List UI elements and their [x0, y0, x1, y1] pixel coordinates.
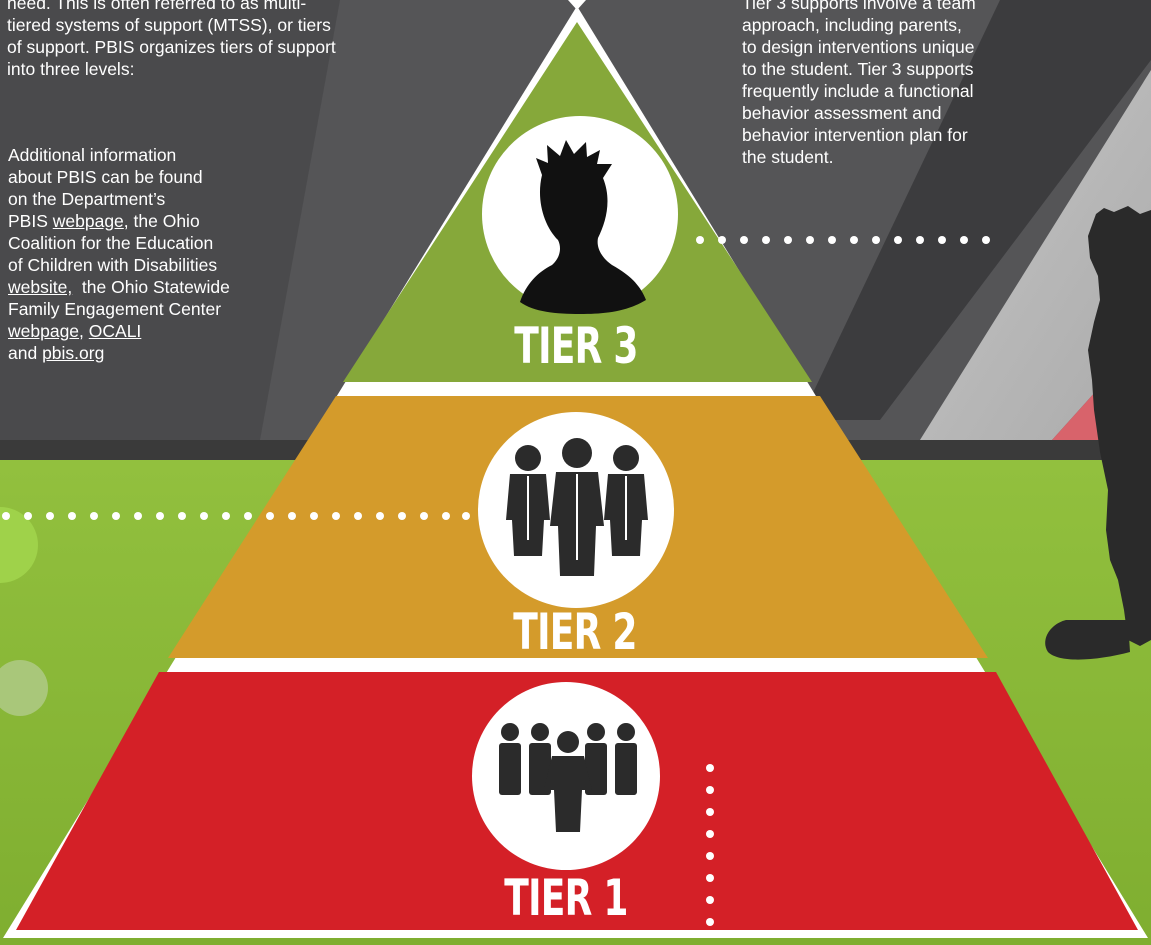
info-text: the Ohio Statewide: [72, 277, 230, 297]
info-line: website, the Ohio Statewide: [8, 276, 328, 298]
small-group-icon: [478, 412, 674, 608]
tier3-line: to the student. Tier 3 supports: [742, 59, 974, 79]
intro-line-2: tiered systems of support (MTSS), or tie…: [7, 15, 331, 35]
tier3-line: the student.: [742, 147, 834, 167]
intro-line-3: of support. PBIS organizes tiers of supp…: [7, 37, 336, 57]
tier3-line: approach, including parents,: [742, 15, 962, 35]
family-engagement-webpage-link[interactable]: webpage: [8, 321, 80, 341]
info-line: Coalition for the Education: [8, 233, 214, 253]
ocali-link[interactable]: OCALI: [88, 321, 142, 341]
tier-1-label: TIER 1: [504, 869, 628, 927]
intro-line-1: need. This is often referred to as multi…: [7, 0, 307, 13]
intro-line-4: into three levels:: [7, 59, 135, 79]
info-line: and pbis.org: [8, 342, 328, 364]
info-text: , the Ohio: [123, 211, 200, 231]
info-line: of Children with Disabilities: [8, 255, 218, 275]
tier-3-connector-dots: [696, 236, 990, 244]
pyramid-apex: [568, 0, 586, 10]
background-stripe-grey: [870, 70, 1151, 520]
decor-circle: [0, 660, 48, 716]
info-line: webpage, OCALI: [8, 320, 328, 342]
whole-school-group-icon: [472, 682, 660, 870]
info-line: Family Engagement Center: [8, 299, 222, 319]
student-silhouette: [1045, 206, 1151, 660]
info-line: on the Department’s: [8, 189, 166, 209]
tier-2-connector-dots: [2, 512, 470, 520]
tier-2-label: TIER 2: [513, 603, 637, 661]
decor-circle: [0, 507, 38, 583]
tier3-line: frequently include a functional: [742, 81, 974, 101]
tier3-line: behavior assessment and: [742, 103, 942, 123]
tier-1-connector-dots: [706, 764, 714, 926]
pbis-intro-text: need. This is often referred to as multi…: [7, 0, 447, 80]
info-text: PBIS: [8, 211, 53, 231]
tier-3-label: TIER 3: [514, 317, 638, 375]
tier3-line: to design interventions unique: [742, 37, 975, 57]
info-line: PBIS webpage, the Ohio: [8, 210, 328, 232]
background-stripe-dark: [800, 0, 1151, 420]
info-line: Additional information: [8, 145, 177, 165]
tier3-line: behavior intervention plan for: [742, 125, 968, 145]
tier3-line: Tier 3 supports involve a team: [742, 0, 976, 13]
occecd-website-link[interactable]: website,: [8, 277, 73, 297]
additional-info-text: Additional information about PBIS can be…: [8, 144, 328, 364]
info-text: and: [8, 343, 43, 363]
pbis-webpage-link[interactable]: webpage: [52, 211, 124, 231]
single-student-icon: [482, 116, 678, 314]
pbis-org-link[interactable]: pbis.org: [42, 343, 105, 363]
tier-3-description: Tier 3 supports involve a team approach,…: [742, 0, 1042, 168]
info-text: ,: [79, 321, 89, 341]
info-line: about PBIS can be found: [8, 167, 203, 187]
